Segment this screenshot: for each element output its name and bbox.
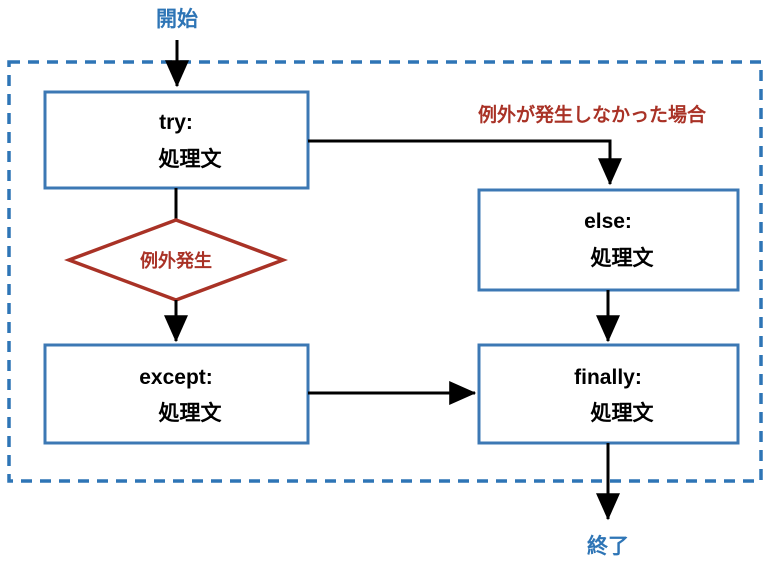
try-block-group-border xyxy=(7,60,763,483)
node-finally[interactable] xyxy=(477,343,740,445)
node-finally-keyword: finally: xyxy=(574,366,642,389)
node-else-body: 処理文 xyxy=(591,246,655,270)
node-else-keyword: else: xyxy=(584,210,632,233)
edge-label-no-exception: 例外が発生しなかった場合 xyxy=(478,103,707,126)
node-except-body: 処理文 xyxy=(159,401,223,425)
end-terminal-label: 終了 xyxy=(587,534,629,558)
node-try-body: 処理文 xyxy=(159,147,223,171)
node-else[interactable] xyxy=(477,188,740,292)
edge-try-to-else xyxy=(308,139,622,186)
node-finally-body: 処理文 xyxy=(591,401,655,425)
node-try-keyword: try: xyxy=(159,111,193,134)
node-try[interactable] xyxy=(43,90,310,190)
node-except[interactable] xyxy=(43,343,310,445)
start-terminal-label: 開始 xyxy=(156,7,198,31)
node-except-keyword: except: xyxy=(139,366,213,389)
decision-label: 例外発生 xyxy=(140,250,212,271)
